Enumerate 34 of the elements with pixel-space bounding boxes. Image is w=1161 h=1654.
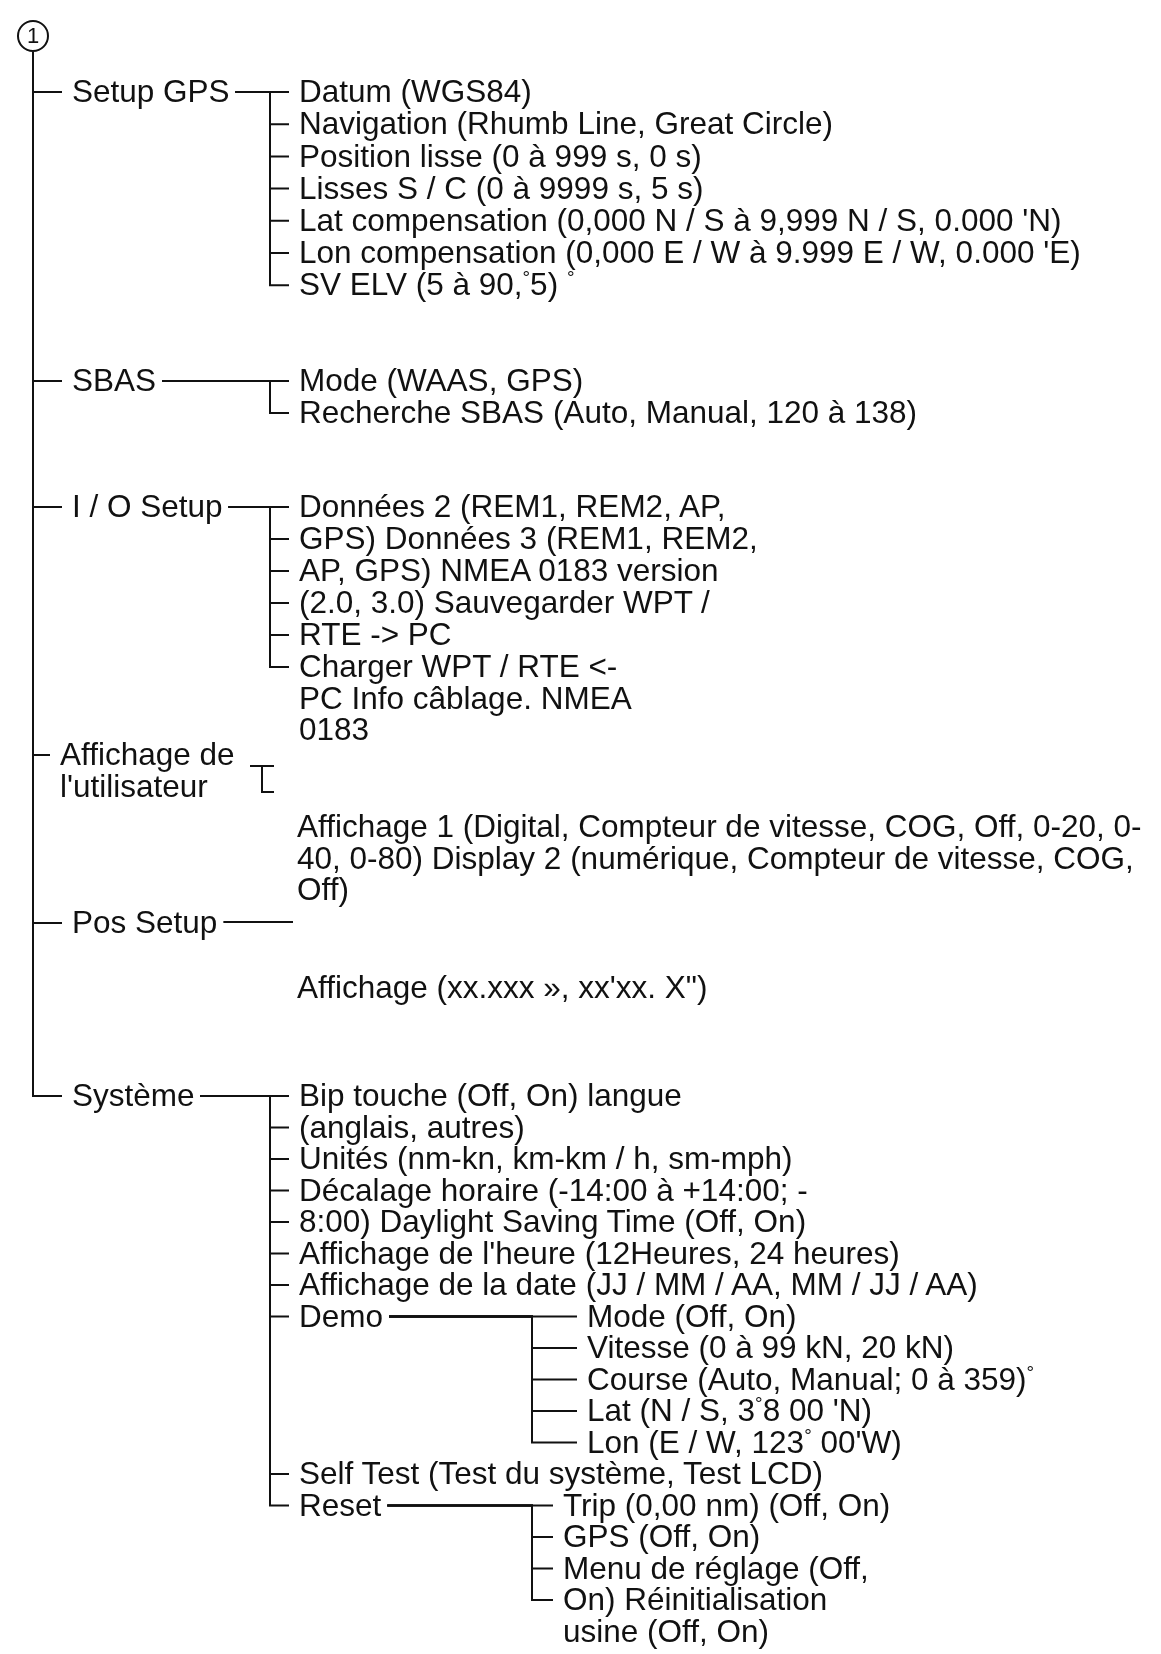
menu-item: RTE -> PC [289, 619, 458, 651]
menu-category: I / O Setup [62, 491, 229, 523]
menu-item: (2.0, 3.0) Sauvegarder WPT / [289, 587, 716, 619]
menu-item: SV ELV (5 à 90,$^{°}$5) $^{°}$ [289, 269, 581, 301]
menu-category: Système [62, 1080, 201, 1112]
tree-connector [222, 921, 294, 923]
tree-connector [386, 1504, 554, 1601]
tree-connector [32, 51, 63, 1097]
menu-category: Setup GPS [62, 76, 236, 108]
tree-connector [388, 1315, 578, 1444]
menu-item: Lat compensation (0,000 N / S à 9,999 N / S, 0.000 'N) [289, 205, 1068, 237]
menu-category: Affichage de l'utilisateur [50, 739, 250, 803]
menu-item: Recherche SBAS (Auto, Manual, 120 à 138) [289, 397, 924, 429]
tree-connector [227, 506, 290, 668]
menu-item: AP, GPS) NMEA 0183 version [289, 555, 725, 587]
menu-category: Demo [289, 1300, 390, 1333]
menu-item: Bip touche (Off, On) langue [289, 1080, 688, 1112]
tree-connector [161, 380, 290, 414]
menu-category: Pos Setup [62, 907, 224, 939]
tree-connector [234, 91, 290, 287]
menu-item-text: Affichage 1 (Digital, Compteur de vitesse, COG, Off, 0-20, 0-40, 0-80) Display 2 (numérique, Compteur de vitesse, COG, Off) [297, 811, 1143, 906]
menu-item: GPS) Données 3 (REM1, REM2, [289, 523, 764, 555]
menu-item: Données 2 (REM1, REM2, AP, [289, 491, 732, 523]
menu-item-text: Affichage (xx.xxx », xx'xx. X") [297, 972, 708, 1004]
menu-item: Lon compensation (0,000 E / W à 9.999 E / W, 0.000 'E) [289, 237, 1087, 269]
menu-item: Mode (WAAS, GPS) [289, 365, 590, 397]
menu-category: SBAS [62, 365, 163, 397]
menu-category: Reset [289, 1489, 388, 1522]
menu-item: Datum (WGS84) [289, 76, 538, 108]
menu-item: Navigation (Rhumb Line, Great Circle) [289, 108, 839, 140]
menu-item: Charger WPT / RTE <- PC Info câblage. NMEA 0183 [289, 651, 645, 746]
menu-item: Position lisse (0 à 999 s, 0 s) [289, 140, 708, 173]
step-number-circle: 1 [17, 20, 49, 52]
tree-connector [249, 765, 275, 793]
